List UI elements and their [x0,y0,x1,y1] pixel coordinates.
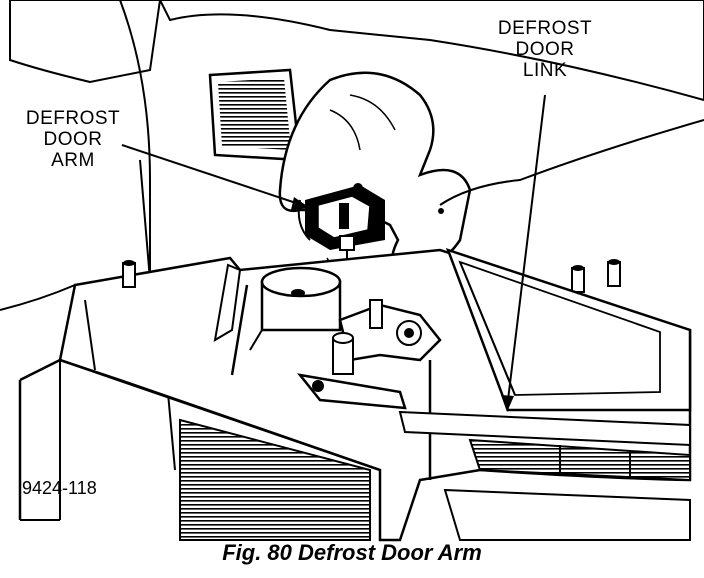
figure-number: 9424-118 [22,478,97,498]
arm-leader-arrow [121,144,310,210]
label-line: ARM [51,150,95,171]
label-line: DOOR [43,129,103,150]
lower-panel [179,418,371,541]
actuator-cylinder [213,263,342,376]
label-line: DEFROST [25,108,121,129]
label-line: DOOR [515,39,575,60]
dash-curved-surface [158,0,704,102]
figure-caption: Fig. 80 Defrost Door Arm [222,540,482,565]
defrost-door-link [398,410,691,482]
defrost-door-arm-part [305,183,385,251]
label-line: DEFROST [497,18,593,39]
link-leader-arrow [501,94,546,412]
linkage-arms [296,299,442,480]
defrost-door-link-label: DEFROST DOOR LINK [490,18,600,81]
vent-opening [208,68,302,162]
hand [278,71,704,282]
mounting-posts [122,259,621,293]
label-line: LINK [522,60,568,81]
dash-panel-edge [119,0,151,280]
dash-panel-outline [9,0,162,84]
lower-right-panel [443,488,691,541]
defrost-door-arm-label: DEFROST DOOR ARM [18,108,128,171]
defrost-door-housing [445,247,692,412]
